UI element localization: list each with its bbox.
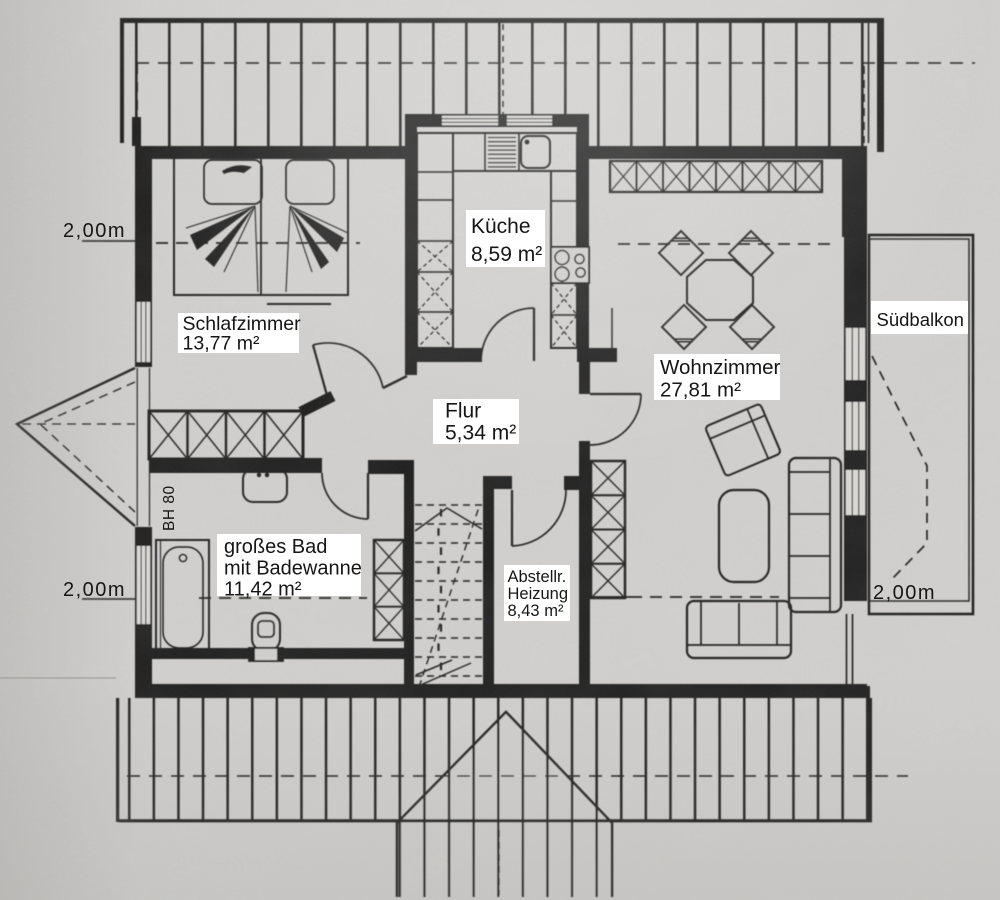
room-area-kueche: 8,59 m² <box>471 243 542 266</box>
room-name2-bad: mit Badewanne <box>224 558 362 580</box>
room-name2-abstellraum: Heizung <box>508 585 569 603</box>
room-name-suedbalkon: Südbalkon <box>877 309 964 330</box>
room-label-bad: großes Bad mit Badewanne 11,42 m² <box>217 534 362 601</box>
plan-wall-segment <box>504 565 570 621</box>
room-label-wohnzimmer: Wohnzimmer 27,81 m² <box>654 354 781 402</box>
room-area-schlafzimmer: 13,77 m² <box>183 333 260 355</box>
room-label-schlafzimmer: Schlafzimmer 13,77 m² <box>178 313 301 355</box>
room-name-bad: großes Bad <box>224 536 327 558</box>
room-label-kueche: Küche 8,59 m² <box>466 210 545 267</box>
dimension-label-balcony: 2,00m <box>873 582 936 604</box>
dimension-label-left-upper: 2,00m <box>63 220 126 242</box>
room-name-wohnzimmer: Wohnzimmer <box>660 356 781 379</box>
room-area-bad: 11,42 m² <box>224 579 302 601</box>
dimension-labels: 2,00m 2,00m 2,00m BH 80 <box>63 220 936 604</box>
room-area-abstellraum: 8,43 m² <box>508 602 564 620</box>
room-name-abstellraum: Abstellr. <box>508 568 567 586</box>
annotation-bh80: BH 80 <box>161 485 178 531</box>
room-label-flur: Flur 5,34 m² <box>433 399 519 445</box>
plan-wall-segment <box>654 354 780 400</box>
plan-wall-segment <box>217 534 361 596</box>
room-name-kueche: Küche <box>471 215 531 238</box>
plan-wall-segment <box>871 301 968 334</box>
dimension-label-left-lower: 2,00m <box>63 579 126 601</box>
plan-wall-segment <box>178 313 299 353</box>
plan-wall-segment <box>466 210 545 267</box>
room-name-flur: Flur <box>445 400 481 423</box>
room-name-schlafzimmer: Schlafzimmer <box>183 313 302 335</box>
room-area-flur: 5,34 m² <box>445 422 516 445</box>
room-label-abstellraum: Abstellr. Heizung 8,43 m² <box>504 565 570 621</box>
room-area-wohnzimmer: 27,81 m² <box>660 379 741 402</box>
room-label-suedbalkon: Südbalkon <box>871 301 968 334</box>
plan-wall-segment <box>433 399 519 444</box>
